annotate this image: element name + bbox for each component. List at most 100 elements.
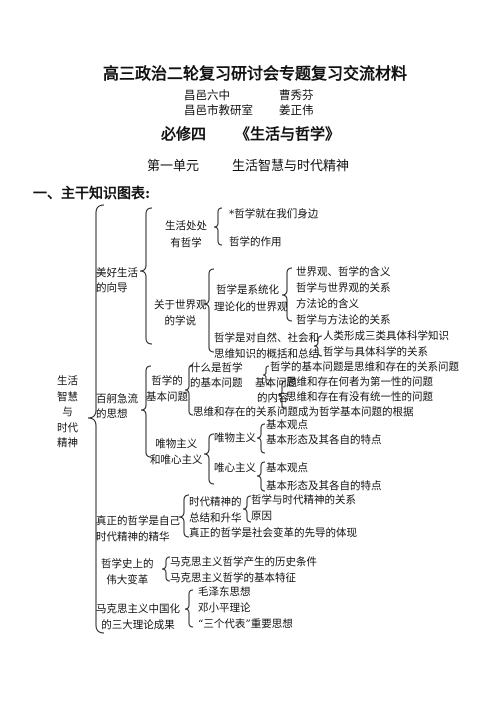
brace-b2 (140, 365, 152, 458)
brace-b1-s2-b (313, 335, 323, 357)
b3-label-line-2: 时代精神的精华 (96, 531, 170, 543)
b3-a-item-2: 原因 (251, 510, 272, 522)
b1-s2-a-label: 哲学是系统化 理论化的世界观 (214, 282, 288, 316)
brace-b3-a (242, 495, 252, 523)
b4-label-line-2: 伟大变革 (106, 574, 149, 586)
b2-s2-label-line-1: 唯物主义 (155, 438, 198, 450)
b1-s2-a-item-3: 方法论的含义 (296, 298, 359, 310)
b2-s1-p1-label: 什么是哲学 的基本问题 (190, 361, 243, 391)
b5-item-2: 邓小平理论 (198, 602, 251, 614)
b2-s2-label: 唯物主义 和唯心主义 (150, 436, 203, 468)
brace-b2-s2-i (256, 461, 266, 492)
b4-label-line-1: 哲学史上的 (101, 558, 154, 570)
b2-s1-p1-label-line-2: 的基本问题 (190, 377, 243, 389)
author-name-2: 姜正伟 (279, 103, 314, 117)
b2-s1-p2-label: 基本问题 的内容 (255, 376, 297, 406)
b1-label-line-2: 的向导 (96, 282, 128, 294)
b2-s2-m-item-2: 基本形态及其各自的特点 (266, 434, 382, 446)
b5-label-line-2: 的三大理论成果 (101, 619, 175, 631)
b3-label-line-1: 真正的哲学是自己 (96, 515, 180, 527)
b5-item-1: 毛泽东思想 (198, 586, 251, 598)
b4-item-2: 马克思主义哲学的基本特征 (170, 572, 296, 584)
root-line-2: 智慧 (57, 390, 78, 403)
b2-s1-label-line-1: 哲学的 (151, 375, 183, 387)
b2-s2-m-item-1: 基本观点 (266, 419, 308, 431)
b2-label-line-1: 百舸急流 (96, 393, 138, 405)
author-org-1: 昌邑六中 (184, 88, 230, 102)
b2-s2-i-item-1: 基本观点 (266, 462, 308, 474)
b2-s1-label: 哲学的 基本问题 (146, 373, 188, 405)
brace-b1-s2-a (281, 267, 293, 322)
b1-s2-b-label-line-2: 思维知识的概括和总结 (214, 348, 319, 360)
b4-label: 哲学史上的 伟大变革 (101, 556, 154, 588)
section-heading: 一、主干知识图表: (33, 186, 151, 202)
tree-root: 生活 智慧 与 时代 精神 (57, 374, 78, 452)
brace-b2-s1-p2 (277, 380, 287, 410)
b2-s1-p2-label-line-1: 基本问题 (255, 377, 297, 389)
b2-s1-p2-label-line-2: 的内容 (257, 392, 289, 404)
b1-s2-b-item-1: 人类形成三类具体科学知识 (323, 330, 449, 342)
b2-s2-m-label: 唯物主义 (214, 432, 256, 444)
b1-label-line-1: 美好生活 (96, 267, 138, 279)
b1-s1-label-line-2: 有哲学 (170, 237, 202, 249)
b1-s1-label-line-1: 生活处处 (165, 220, 207, 232)
b5-item-3: “三个代表”重要思想 (198, 618, 293, 630)
brace-b5 (184, 589, 194, 628)
root-line-3: 与 (62, 406, 73, 418)
brace-root (87, 204, 105, 634)
document-title: 高三政治二轮复习研讨会专题复习交流材料 (103, 64, 408, 83)
b3-a-label-line-2: 总结和升华 (189, 512, 242, 524)
author-name-1: 曹秀芬 (279, 88, 314, 102)
brace-b2-s1 (184, 364, 194, 416)
root-line-1: 生活 (57, 375, 78, 387)
root-line-4: 时代 (57, 421, 78, 434)
b1-s2-b-item-2: 哲学与具体科学的关系 (323, 346, 428, 358)
b2-s1-p1-label-line-1: 什么是哲学 (190, 362, 243, 374)
brace-b1 (139, 207, 153, 345)
unit-title: 生活智慧与时代精神 (232, 159, 350, 174)
b1-s2-b-label: 哲学是对自然、社会和 思维知识的概括和总结 (214, 330, 319, 362)
b1-s2-label-line-2: 的学说 (164, 315, 197, 327)
b1-s1-item-1: *哲学就在我们身边 (229, 208, 319, 220)
b3-a-label-line-1: 时代精神的 (189, 496, 242, 508)
b2-s1-p2-item-1: 思维和存在何者为第一性的问题 (286, 376, 433, 388)
b1-s2-label: 关于世界观 的学说 (154, 297, 207, 329)
b3-a-label: 时代精神的 总结和升华 (189, 494, 242, 526)
b3-note: 真正的哲学是社会变革的先导的体现 (189, 527, 357, 539)
book-title: 《生活与哲学》 (235, 125, 341, 143)
brace-b2-s1-p1 (262, 365, 270, 385)
b2-s2-label-line-2: 和唯心主义 (150, 454, 203, 466)
b2-s1-note: 思维和存在的关系问题成为哲学基本问题的根据 (193, 406, 414, 418)
brace-b1-s2 (203, 268, 215, 353)
b1-s2-a-label-line-2: 理论化的世界观 (214, 301, 288, 313)
b3-label: 真正的哲学是自己 时代精神的精华 (96, 513, 180, 545)
b1-s2-label-line-1: 关于世界观 (154, 299, 207, 311)
b5-label-line-1: 马克思主义中国化 (96, 603, 180, 615)
b1-s1-label: 生活处处 有哲学 (165, 218, 207, 252)
b5-label: 马克思主义中国化 的三大理论成果 (96, 601, 180, 633)
b2-label: 百舸急流 的思想 (96, 392, 138, 422)
b4-item-1: 马克思主义哲学产生的历史条件 (170, 556, 317, 568)
b2-s2-i-label: 唯心主义 (214, 462, 256, 474)
b1-s1-item-2: 哲学的作用 (229, 236, 282, 248)
b1-s2-b-label-line-1: 哲学是对自然、社会和 (214, 332, 319, 344)
b1-s2-a-label-line-1: 哲学是系统化 (216, 284, 279, 296)
book-label: 必修四 (161, 125, 207, 143)
b2-label-line-2: 的思想 (96, 408, 128, 420)
b1-s2-a-item-1: 世界观、哲学的含义 (296, 266, 391, 278)
brace-b4 (161, 556, 171, 582)
brace-b2-s2-m (256, 423, 266, 454)
b2-s2-i-item-2: 基本形态及其各自的特点 (266, 480, 382, 492)
b3-a-item-1: 哲学与时代精神的关系 (251, 494, 356, 506)
brace-b2-s2 (203, 433, 215, 485)
brace-b1-s1 (213, 207, 223, 246)
b2-s1-p2-item-2: 思维和存在有没有统一性的问题 (286, 391, 433, 403)
b2-s1-p1-item: 哲学的基本问题是思维和存在的关系问题 (270, 361, 459, 373)
b1-label: 美好生活 的向导 (96, 266, 138, 296)
unit-label: 第一单元 (147, 159, 200, 174)
brace-b3 (178, 494, 190, 538)
root-line-5: 精神 (57, 437, 78, 449)
b1-s2-a-item-4: 哲学与方法论的关系 (296, 314, 391, 326)
author-org-2: 昌邑市教研室 (184, 103, 253, 117)
